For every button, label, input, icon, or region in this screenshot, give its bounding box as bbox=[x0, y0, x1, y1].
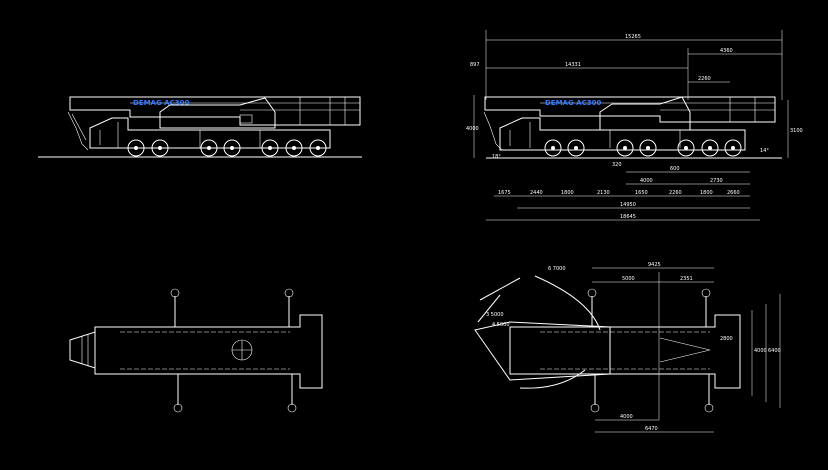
side-view-left: DEMAG AC300 bbox=[38, 96, 362, 158]
dim-overall-length: 15265 bbox=[625, 34, 641, 40]
dim-axle-a: 4000 bbox=[640, 178, 653, 184]
top-view-right: 9425 5000 2351 6 7000 3 5000 4 5000 2800… bbox=[474, 262, 781, 433]
carrier-plan bbox=[94, 314, 323, 389]
brand-label-right: DEMAG AC300 bbox=[545, 99, 601, 107]
wheels-right bbox=[544, 139, 742, 157]
svg-text:2660: 2660 bbox=[727, 190, 740, 196]
svg-text:2440: 2440 bbox=[530, 190, 543, 196]
axle-spacing-row: 1675 2440 1800 2130 1650 2260 1800 2660 bbox=[498, 190, 740, 196]
svg-text:1675: 1675 bbox=[498, 190, 511, 196]
dim-half-a: 5000 bbox=[622, 276, 635, 282]
svg-text:1800: 1800 bbox=[700, 190, 713, 196]
dim-bottom-b: 6470 bbox=[645, 426, 658, 432]
boom-nose bbox=[69, 331, 96, 369]
dim-swing-b: 4 5000 bbox=[492, 322, 510, 328]
side-view-right: 15265 4360 14331 897 2260 4000 3100 DEMA… bbox=[466, 30, 803, 221]
carrier bbox=[89, 117, 331, 149]
dim-ground-clearance: 320 bbox=[612, 162, 622, 168]
dim-boom-length: 14331 bbox=[565, 62, 581, 68]
outriggers-right bbox=[587, 288, 714, 413]
svg-text:1800: 1800 bbox=[561, 190, 574, 196]
svg-text:2260: 2260 bbox=[669, 190, 682, 196]
dim-swing-a: 3 5000 bbox=[486, 312, 504, 318]
dim-total-length: 18645 bbox=[620, 214, 636, 220]
dim-front-overhang: 897 bbox=[470, 62, 480, 68]
brand-label: DEMAG AC300 bbox=[133, 99, 189, 107]
dim-bottom-a: 4000 bbox=[620, 414, 633, 420]
dim-width-outer: 6400 bbox=[768, 348, 781, 354]
dim-axle-b: 2730 bbox=[710, 178, 723, 184]
dim-radius: 6 7000 bbox=[548, 266, 566, 272]
dim-width-inner: 2800 bbox=[720, 336, 733, 342]
approach-angle: 18° bbox=[492, 154, 501, 160]
boom bbox=[69, 96, 361, 126]
dim-2260: 2260 bbox=[698, 76, 711, 82]
dim-width-mid: 4000 bbox=[754, 348, 767, 354]
svg-text:1650: 1650 bbox=[635, 190, 648, 196]
dim-height: 4000 bbox=[466, 126, 479, 132]
departure-angle: 14° bbox=[760, 148, 769, 154]
top-view-left bbox=[69, 288, 323, 413]
dim-wheelbase: 14950 bbox=[620, 202, 636, 208]
dim-width-side: 3100 bbox=[790, 128, 803, 134]
dim-outrigger-span: 9425 bbox=[648, 262, 661, 268]
slew-arc bbox=[534, 275, 601, 331]
outriggers-left bbox=[170, 288, 297, 413]
wheels-left bbox=[127, 139, 327, 157]
dim-cab-offset: 4360 bbox=[720, 48, 733, 54]
svg-text:2130: 2130 bbox=[597, 190, 610, 196]
dim-half-b: 2351 bbox=[680, 276, 693, 282]
dim-axle-c: 600 bbox=[670, 166, 680, 172]
superstructure bbox=[159, 97, 276, 129]
